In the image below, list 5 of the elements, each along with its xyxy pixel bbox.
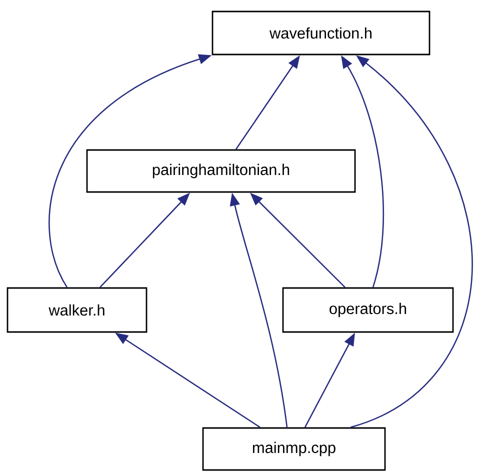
file-box: operators.h xyxy=(282,287,454,333)
file-box: pairinghamiltonian.h xyxy=(86,149,356,193)
file-box: wavefunction.h xyxy=(212,10,430,56)
file-box: mainmp.cpp xyxy=(202,427,386,471)
file-box: walker.h xyxy=(6,287,148,333)
